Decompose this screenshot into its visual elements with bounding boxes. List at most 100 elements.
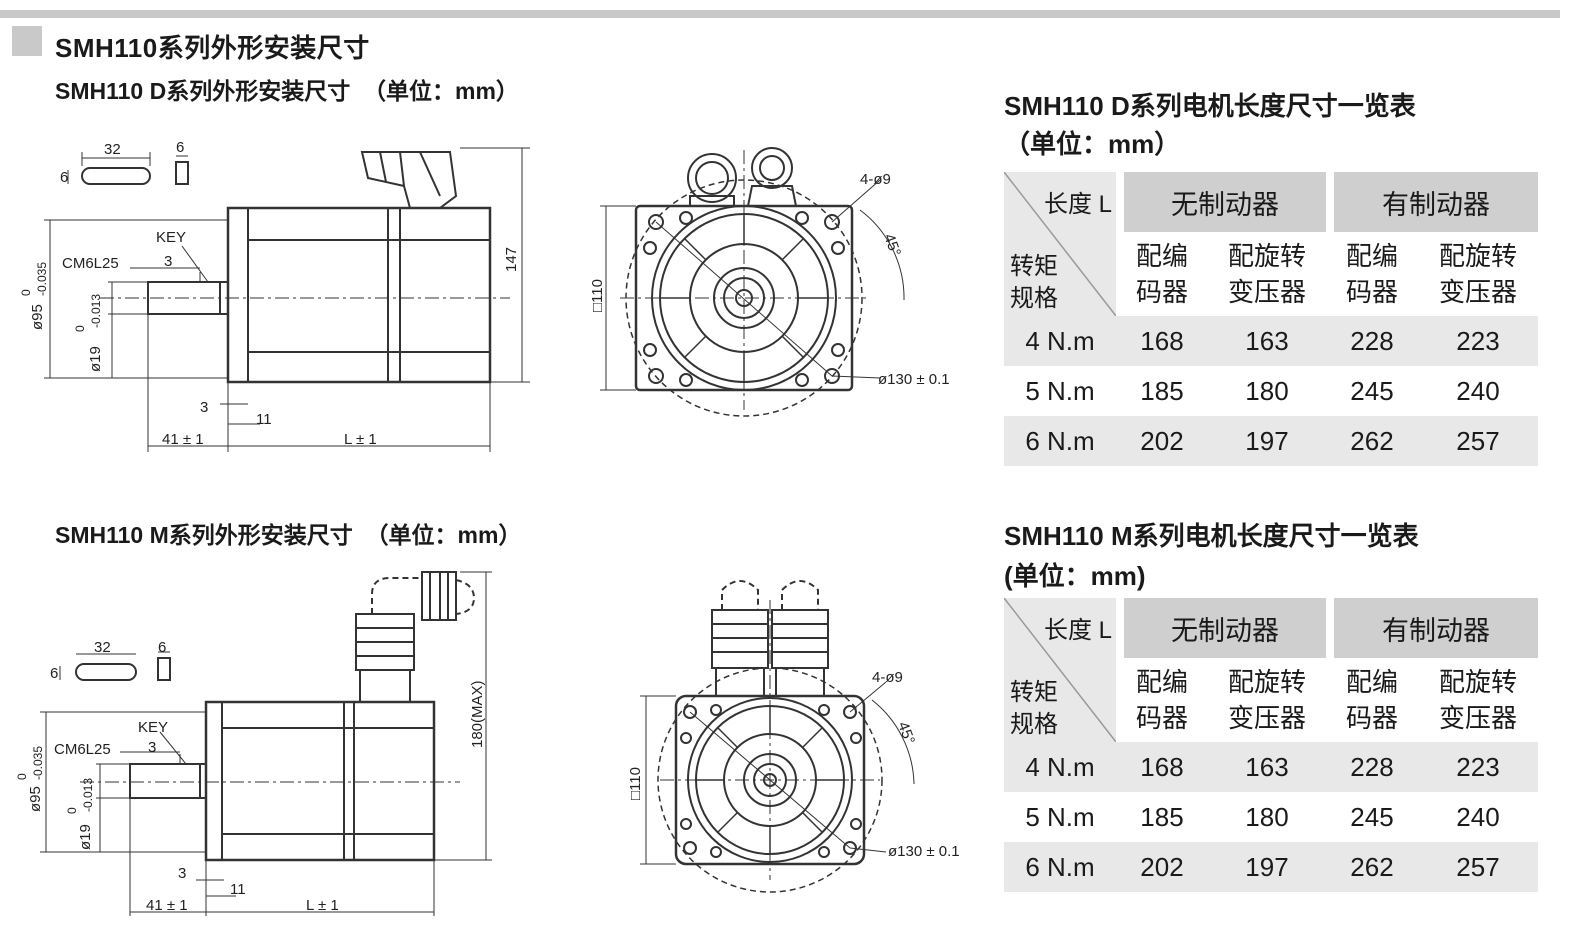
m-row2-v3: 245 xyxy=(1326,792,1418,842)
d-flange-tol-upper: 0 xyxy=(19,289,33,296)
m-series-front-view: 4-ø9 ø130 ± 0.1 45° □110 xyxy=(627,580,960,893)
d-square-label: □110 xyxy=(589,279,606,312)
d-sub-resolver-2-line1: 配旋转 xyxy=(1438,241,1517,271)
d-shaft-tol-lower: -0.013 xyxy=(89,294,103,328)
m-sub-encoder-2-line2: 码器 xyxy=(1345,703,1398,733)
d-sub-encoder-1-line2: 码器 xyxy=(1135,277,1188,307)
d-table-title: SMH110 D系列电机长度尺寸一览表 xyxy=(1004,91,1416,121)
d-sub-encoder-1: 配编码器 xyxy=(1116,232,1208,316)
d-row3-v1: 202 xyxy=(1116,416,1208,466)
d-row2-v4: 240 xyxy=(1418,366,1538,416)
d-series-front-view: 4-ø9 ø130 ± 0.1 45° □110 xyxy=(589,147,950,417)
m-row1-v3: 228 xyxy=(1326,742,1418,792)
m-cm6l25-label: CM6L25 xyxy=(54,741,111,758)
d-dim-11-label: 11 xyxy=(256,411,272,428)
d-key-depth-label: 3 xyxy=(164,253,172,270)
d-row1-torque: 4 N.m xyxy=(1004,316,1116,366)
m-table-title: SMH110 M系列电机长度尺寸一览表 xyxy=(1004,521,1419,551)
m-key-thick-label: 6 xyxy=(158,639,166,656)
d-sub-resolver-2-line2: 变压器 xyxy=(1438,277,1517,307)
d-row2-v3: 245 xyxy=(1326,366,1418,416)
m-pcd-label: ø130 ± 0.1 xyxy=(888,843,960,860)
m-group-brake: 有制动器 xyxy=(1326,598,1538,658)
m-flange-tol-upper: 0 xyxy=(15,773,29,780)
d-sub-encoder-1-line1: 配编 xyxy=(1135,241,1188,271)
m-group-no-brake: 无制动器 xyxy=(1116,598,1326,658)
m-row1-v2: 163 xyxy=(1208,742,1326,792)
d-corner-bottom-label-2: 规格 xyxy=(1010,285,1058,312)
d-row3-v4: 257 xyxy=(1418,416,1538,466)
d-body-length-label: L ± 1 xyxy=(344,431,377,448)
d-sub-resolver-1: 配旋转变压器 xyxy=(1208,232,1326,316)
m-sub-resolver-2: 配旋转变压器 xyxy=(1418,658,1538,742)
m-holes-label: 4-ø9 xyxy=(872,669,903,686)
d-pcd-label: ø130 ± 0.1 xyxy=(878,371,950,388)
d-corner-bottom-label-1: 转矩 xyxy=(1010,253,1058,280)
d-row1-v3: 228 xyxy=(1326,316,1418,366)
m-row3-v1: 202 xyxy=(1116,842,1208,892)
m-corner-cell: 长度 L 转矩 规格 xyxy=(1004,598,1116,742)
m-corner-diagonal xyxy=(1004,598,1116,742)
d-row2-v2: 180 xyxy=(1208,366,1326,416)
m-flange-dia-label: ø95 xyxy=(27,786,44,812)
m-angle-label: 45° xyxy=(894,720,918,747)
m-corner-top-label: 长度 L xyxy=(1043,617,1112,644)
m-height-label: 180(MAX) xyxy=(469,680,486,748)
d-shaft-tol-upper: 0 xyxy=(73,325,87,332)
m-row2-v1: 185 xyxy=(1116,792,1208,842)
d-sub-encoder-2-line1: 配编 xyxy=(1345,241,1398,271)
d-row3-v3: 262 xyxy=(1326,416,1418,466)
d-row2-v1: 185 xyxy=(1116,366,1208,416)
d-row1-v2: 163 xyxy=(1208,316,1326,366)
m-sub-resolver-1-line1: 配旋转 xyxy=(1227,667,1306,697)
d-key-slot-outline xyxy=(81,167,151,185)
m-corner-bottom-label-1: 转矩 xyxy=(1010,679,1058,706)
m-shaft-dia-label: ø19 xyxy=(77,824,94,850)
m-sub-resolver-1: 配旋转变压器 xyxy=(1208,658,1326,742)
d-row3-torque: 6 N.m xyxy=(1004,416,1116,466)
m-key-width-label: 32 xyxy=(94,639,111,656)
table-row: 4 N.m 168 163 228 223 xyxy=(1004,316,1538,366)
d-corner-cell: 长度 L 转矩 规格 xyxy=(1004,172,1116,316)
page-title: SMH110系列外形安装尺寸 xyxy=(55,33,370,63)
d-key-label: KEY xyxy=(156,229,186,246)
d-row3-v2: 197 xyxy=(1208,416,1326,466)
d-connector-outline xyxy=(360,151,458,209)
m-dim-11-label: 11 xyxy=(230,881,246,898)
m-table-unit: (单位：mm) xyxy=(1004,561,1146,591)
top-rule xyxy=(0,10,1560,18)
m-row2-v2: 180 xyxy=(1208,792,1326,842)
d-shaft-dia-label: ø19 xyxy=(87,346,104,372)
d-sub-encoder-2-line2: 码器 xyxy=(1345,277,1398,307)
table-row: 5 N.m 185 180 245 240 xyxy=(1004,366,1538,416)
d-group-no-brake: 无制动器 xyxy=(1116,172,1326,232)
m-row1-v4: 223 xyxy=(1418,742,1538,792)
m-row3-torque: 6 N.m xyxy=(1004,842,1116,892)
d-dim-3-label: 3 xyxy=(200,399,208,416)
m-sub-resolver-2-line1: 配旋转 xyxy=(1438,667,1517,697)
m-sub-encoder-2: 配编码器 xyxy=(1326,658,1418,742)
table-row: 6 N.m 202 197 262 257 xyxy=(1004,416,1538,466)
d-corner-diagonal xyxy=(1004,172,1116,316)
m-shaft-tol-lower: -0.013 xyxy=(81,778,95,812)
m-key-depth-label: 3 xyxy=(148,739,156,756)
m-series-side-view: 32 6 6 KEY CM6L25 3 3 11 41 ± 1 L ± 1 18… xyxy=(15,571,492,916)
m-key-side-label: 6 xyxy=(50,665,58,682)
m-row3-v2: 197 xyxy=(1208,842,1326,892)
d-length-table: 长度 L 转矩 规格 无制动器 有制动器 配编码器 配旋转变压器 配编码器 配旋… xyxy=(1004,172,1538,466)
m-row2-v4: 240 xyxy=(1418,792,1538,842)
table-row: 4 N.m 168 163 228 223 xyxy=(1004,742,1538,792)
d-key-section-outline xyxy=(175,161,189,185)
d-cm6l25-label: CM6L25 xyxy=(62,255,119,272)
m-sub-encoder-1-line1: 配编 xyxy=(1135,667,1188,697)
d-flange-dia-label: ø95 xyxy=(29,304,46,330)
d-row1-v4: 223 xyxy=(1418,316,1538,366)
d-key-side-label: 6 xyxy=(60,169,68,186)
d-row2-torque: 5 N.m xyxy=(1004,366,1116,416)
m-sub-resolver-2-line2: 变压器 xyxy=(1438,703,1517,733)
m-row1-v1: 168 xyxy=(1116,742,1208,792)
d-series-drawing-title: SMH110 D系列外形安装尺寸 （单位：mm） xyxy=(55,78,519,104)
d-group-brake: 有制动器 xyxy=(1326,172,1538,232)
m-flange-tol-lower: -0.035 xyxy=(31,746,45,780)
m-shaft-length-label: 41 ± 1 xyxy=(146,897,188,914)
